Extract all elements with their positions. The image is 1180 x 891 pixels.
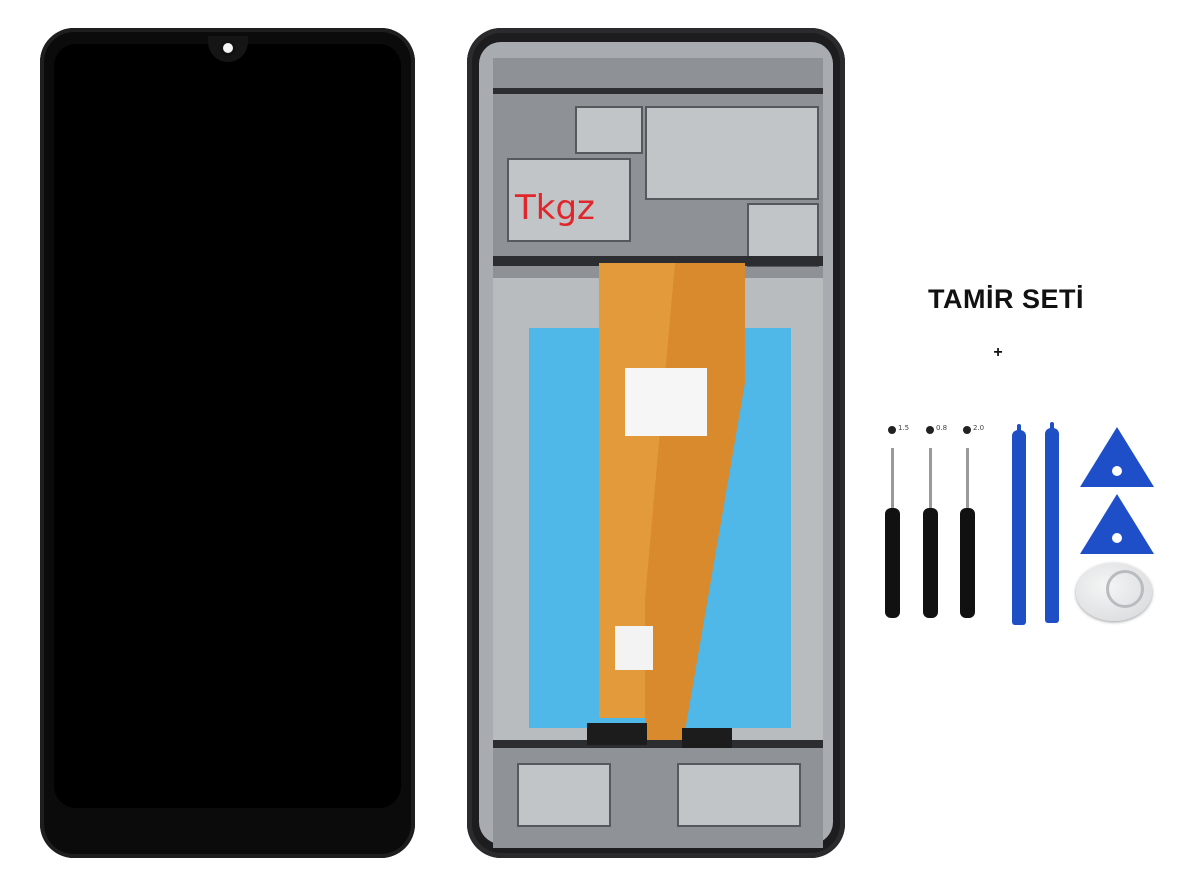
lcd-back-with-frame	[467, 28, 845, 858]
board-connector-2	[682, 728, 732, 748]
metal-shield-left	[507, 158, 631, 242]
screwdriver-handle	[923, 508, 938, 618]
triangle-pick-1	[1080, 427, 1154, 487]
screwdriver-shaft	[929, 448, 932, 508]
screwdriver-shaft	[891, 448, 894, 508]
screw-size-label: 0.8	[936, 424, 948, 432]
flex-label-sticker	[625, 368, 707, 436]
screwdriver-handle	[960, 508, 975, 618]
frame-rib-top	[493, 88, 823, 94]
screw-size-label: 1.5	[898, 424, 910, 432]
pick-hole	[1112, 533, 1122, 543]
qr-label-sticker	[615, 626, 653, 670]
screw-size-icon	[888, 426, 896, 434]
metal-shield-top-right	[645, 106, 819, 200]
pick-hole	[1112, 466, 1122, 476]
screwdriver-handle	[885, 508, 900, 618]
board-connector	[587, 723, 647, 745]
frame-rib	[493, 256, 823, 266]
spudger-tool-2	[1045, 422, 1059, 623]
bottom-bracket-left	[517, 763, 611, 827]
lcd-front-screen	[40, 28, 415, 858]
screen-glass	[54, 44, 401, 808]
metal-shield-small	[575, 106, 643, 154]
screw-size-label: 2.0	[973, 424, 985, 432]
spudger-tool-1	[1012, 424, 1026, 625]
front-camera-icon	[220, 40, 236, 56]
triangle-pick-2	[1080, 494, 1154, 554]
watermark-text: Tkgz	[515, 188, 595, 228]
frame-rib-bottom	[493, 740, 823, 750]
plus-sign: +	[993, 344, 1003, 361]
suction-cup-ring	[1106, 570, 1144, 608]
screwdriver-shaft	[966, 448, 969, 508]
screw-size-icon	[926, 426, 934, 434]
screw-size-icon	[963, 426, 971, 434]
repair-kit-title: TAMİR SETİ	[928, 284, 1084, 314]
bottom-bracket-right	[677, 763, 801, 827]
